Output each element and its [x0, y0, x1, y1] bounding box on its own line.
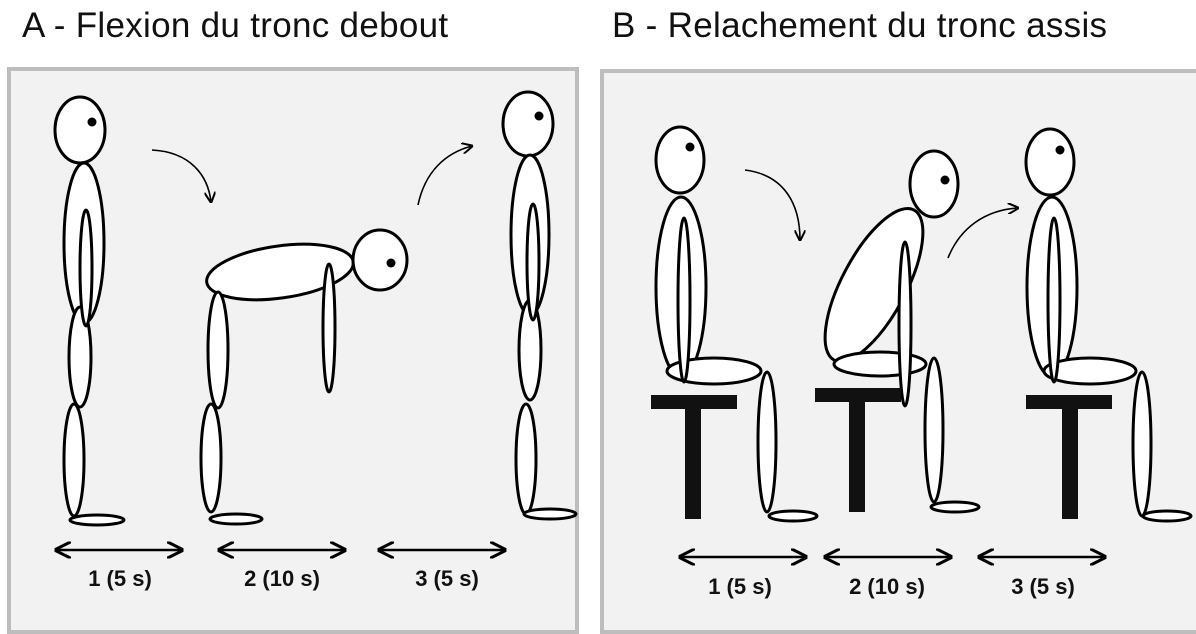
arrow-a-down — [151, 149, 211, 202]
panel-a-title: A - Flexion du tronc debout — [22, 6, 449, 45]
arrow-b-down — [744, 169, 800, 240]
standing-figure-a1 — [53, 95, 126, 527]
arrow-b-up — [947, 208, 1018, 259]
duration-arrows — [56, 550, 1105, 557]
phase-label-a3: 3 (5 s) — [415, 566, 479, 591]
phase-label-b2: 2 (10 s) — [849, 574, 925, 599]
bent-figure-a2 — [199, 228, 409, 526]
arrow-a-up — [417, 146, 472, 206]
seated-figure-b3 — [1024, 127, 1193, 523]
chair-b1 — [651, 395, 737, 519]
phase-label-a1: 1 (5 s) — [88, 566, 152, 591]
chairs — [651, 388, 1112, 519]
panel-b-title: B - Relachement du tronc assis — [612, 6, 1108, 45]
phase-label-a2: 2 (10 s) — [244, 566, 320, 591]
movement-arrows — [151, 146, 1018, 259]
standing-figure-a3 — [501, 90, 578, 521]
seated-slumped-figure-b2 — [823, 149, 981, 514]
chair-b3 — [1026, 395, 1112, 519]
chair-b2 — [815, 388, 901, 512]
panel-a-standing-trunk-flexion — [7, 67, 579, 634]
phase-label-b1: 1 (5 s) — [708, 574, 772, 599]
phase-label-b3: 3 (5 s) — [1011, 574, 1075, 599]
seated-figure-b1 — [654, 125, 819, 523]
